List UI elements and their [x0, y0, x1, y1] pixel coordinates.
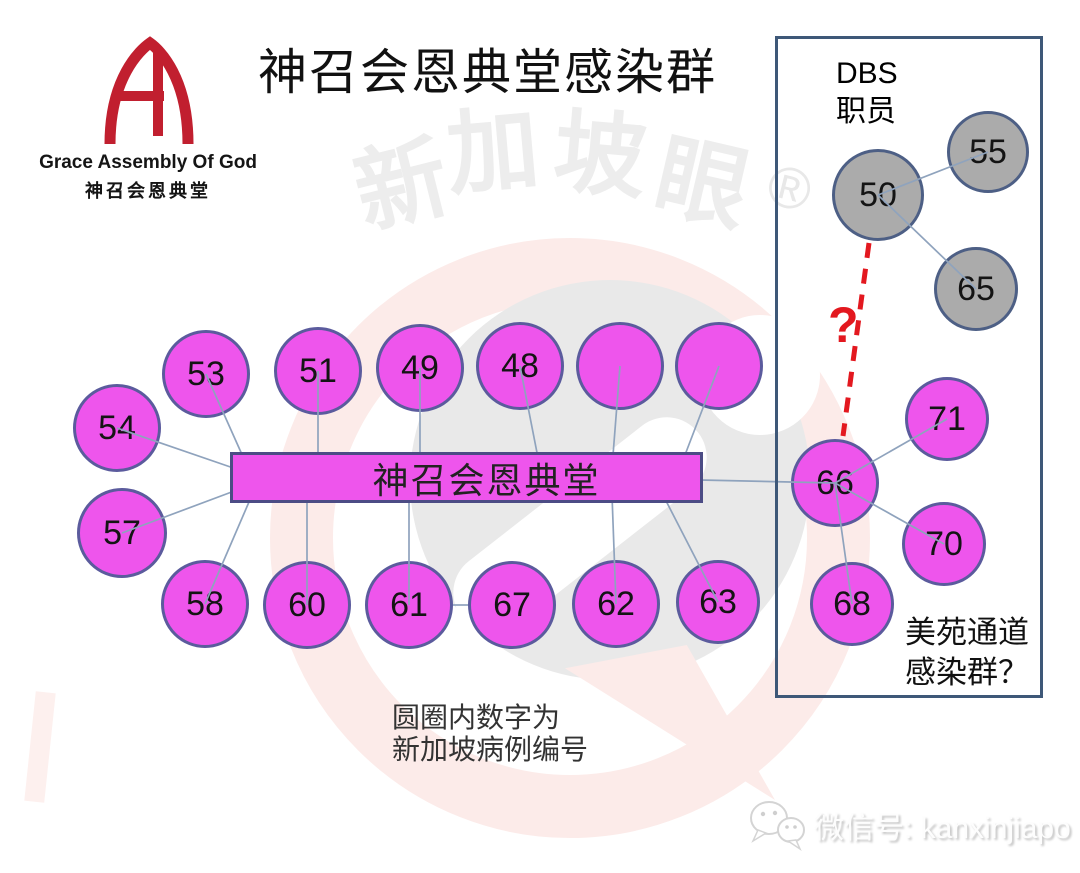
church-logo: Grace Assembly Of God 神召会恩典堂	[18, 36, 278, 203]
center-node-label: 神召会恩典堂	[372, 459, 601, 501]
staff-node-55: 55	[947, 111, 1029, 193]
case-node-71: 71	[905, 377, 989, 461]
dbs-label-line1: DBS	[836, 57, 898, 90]
edge	[662, 494, 719, 603]
center-node-church: 神召会恩典堂	[230, 452, 703, 503]
meiyuan-cluster-label: 美苑通道 感染群？	[905, 613, 1029, 693]
meiyuan-label-line1: 美苑通道	[905, 615, 1029, 650]
logo-name-chinese: 神召会恩典堂	[85, 181, 211, 201]
wechat-icon	[750, 801, 805, 852]
legend-note-line2: 新加坡病例编号	[392, 734, 589, 765]
logo-name-english: Grace Assembly Of God	[39, 152, 257, 173]
edge	[204, 494, 253, 605]
edge	[877, 194, 977, 290]
edge	[877, 151, 989, 196]
wechat-id-label: 微信号: kanxinjiapo	[814, 812, 1071, 845]
edge	[121, 486, 246, 534]
page-title: 神召会恩典堂感染群	[258, 46, 718, 100]
wechat-footer: 微信号: kanxinjiapo	[748, 798, 1071, 852]
legend-note-line1: 圆圈内数字为	[392, 702, 561, 733]
edge	[116, 427, 246, 473]
legend-note: 圆圈内数字为 新加坡病例编号	[392, 702, 588, 766]
church-arch-icon	[104, 36, 194, 145]
dbs-label-line2: 职员	[836, 95, 896, 128]
meiyuan-label-line2: 感染群？	[905, 655, 1029, 690]
dbs-cluster-box	[775, 36, 1043, 698]
edge	[611, 494, 617, 605]
uncertain-link-question-mark: ?	[828, 297, 859, 353]
dbs-cluster-label: DBS 职员	[836, 55, 898, 131]
